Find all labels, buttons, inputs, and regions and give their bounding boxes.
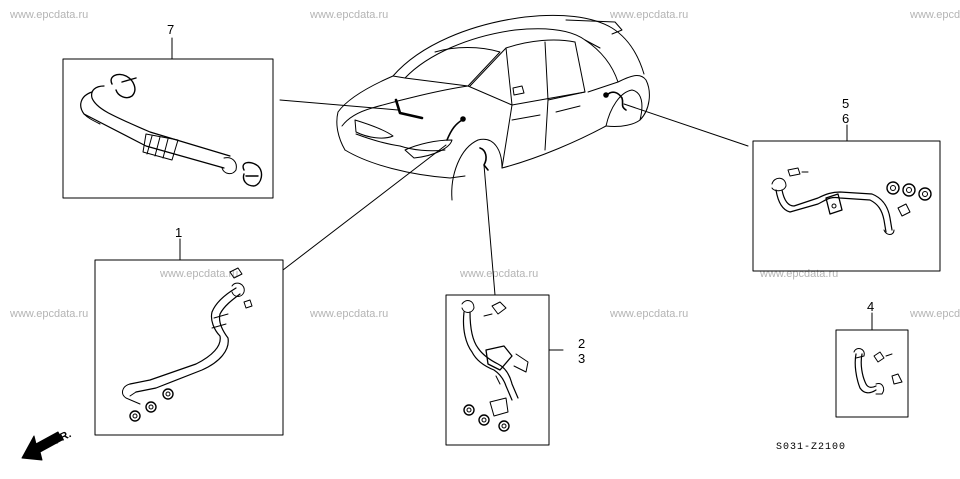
callout-3: 3 — [578, 351, 586, 366]
box-part-1 — [94, 238, 284, 436]
watermark: www.epcdata.ru — [910, 308, 960, 320]
callout-6: 6 — [842, 111, 850, 126]
callout-5: 5 — [842, 96, 850, 111]
box-part-2-3 — [445, 294, 564, 446]
watermark: www.epcdata.ru — [10, 9, 89, 21]
watermark: www.epcdata.ru — [460, 268, 539, 280]
watermark: www.epcdata.ru — [610, 9, 689, 21]
watermark: www.epcdata.ru — [160, 268, 239, 280]
callout-4: 4 — [867, 299, 875, 314]
callout-1: 1 — [175, 225, 183, 240]
watermark: www.epcdata.ru — [610, 308, 689, 320]
leader-lines — [279, 99, 749, 296]
car-hose-marks — [394, 91, 627, 171]
car-body-outline — [336, 14, 650, 201]
watermark: www.epcdata.ru — [310, 308, 389, 320]
watermark: www.epcdata.ru — [310, 9, 389, 21]
callout-2: 2 — [578, 336, 586, 351]
watermark: www.epcdata.ru — [910, 9, 960, 21]
watermark: www.epcdata.ru — [10, 308, 89, 320]
box-part-5-6 — [752, 124, 941, 272]
front-direction-arrow — [21, 431, 63, 461]
box-part-7 — [62, 37, 274, 199]
diagram-code: S031-Z2100 — [776, 442, 847, 453]
callout-7: 7 — [167, 22, 175, 37]
box-part-4 — [835, 312, 909, 418]
